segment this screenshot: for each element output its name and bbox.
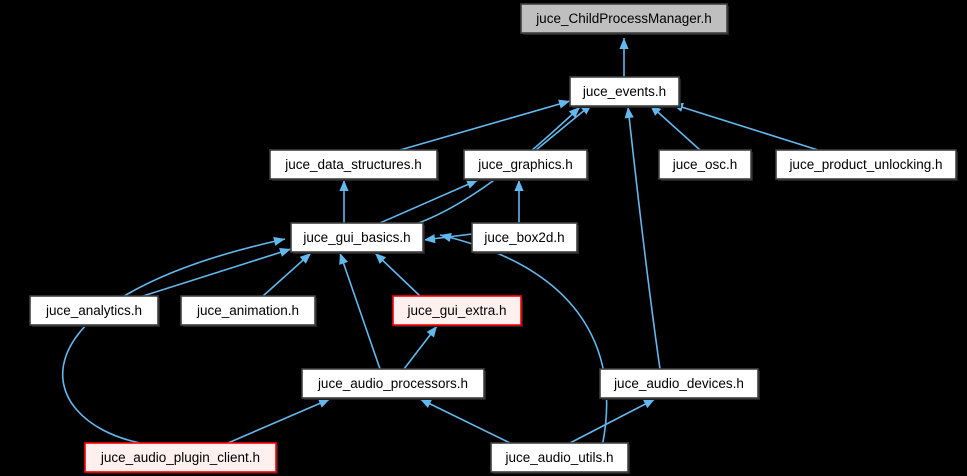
edge-analytics-to-gui_basics (142, 247, 292, 297)
node-label: juce_graphics.h (477, 157, 573, 172)
edge-line (399, 100, 571, 151)
arrow-head-icon (339, 253, 348, 265)
arrow-head-icon (568, 107, 580, 118)
edge-line (439, 234, 608, 448)
edge-line (339, 252, 381, 370)
node-label: juce_product_unlocking.h (788, 157, 942, 172)
arrow-head-icon (558, 99, 570, 109)
arrow-head-icon (514, 180, 524, 191)
node-box[interactable] (290, 222, 424, 253)
edge-audio_utils-to-audio_processors (419, 398, 511, 444)
node-label: juce_audio_plugin_client.h (100, 450, 260, 465)
graph-node-box2d[interactable]: juce_box2d.h (471, 222, 579, 254)
graph-node-gui_extra[interactable]: juce_gui_extra.h (392, 295, 523, 327)
node-box[interactable] (490, 442, 629, 473)
arrow-head-icon (624, 107, 634, 119)
node-box[interactable] (392, 295, 522, 326)
graph-node-graphics[interactable]: juce_graphics.h (463, 149, 589, 181)
edge-osc-to-events (649, 104, 701, 151)
node-label: juce_audio_processors.h (317, 376, 468, 391)
edge-line (227, 398, 331, 444)
arrow-head-icon (420, 399, 432, 408)
graph-node-audio_devices[interactable]: juce_audio_devices.h (599, 368, 760, 400)
edge-line (569, 398, 656, 444)
arrow-head-icon (619, 38, 629, 49)
graph-node-child_process_manager[interactable]: juce_ChildProcessManager.h (520, 3, 729, 35)
node-box[interactable] (775, 149, 957, 180)
graph-node-animation[interactable]: juce_animation.h (180, 295, 317, 327)
node-label: juce_gui_extra.h (406, 303, 506, 318)
graph-node-audio_utils[interactable]: juce_audio_utils.h (490, 442, 630, 474)
node-box[interactable] (569, 76, 680, 107)
graph-node-data_structures[interactable]: juce_data_structures.h (269, 149, 439, 181)
edge-box2d-to-graphics (514, 180, 524, 223)
edge-audio_plugin_client-to-audio_processors (227, 398, 331, 444)
graph-node-analytics[interactable]: juce_analytics.h (29, 295, 160, 327)
edge-line (62, 238, 286, 444)
node-label: juce_data_structures.h (284, 157, 422, 172)
edge-audio_processors-to-gui_extra (403, 325, 438, 370)
edge-audio_processors-to-gui_basics (339, 252, 381, 370)
edge-audio_utils-to-gui_basics (439, 233, 608, 448)
arrow-head-icon (279, 247, 291, 257)
edge-gui_basics-to-graphics (379, 179, 479, 224)
graph-node-product_unlocking[interactable]: juce_product_unlocking.h (775, 149, 958, 181)
edge-line (142, 248, 292, 297)
edge-audio_devices-to-events (624, 106, 661, 370)
edge-graphics-to-events (535, 103, 593, 151)
arrow-head-icon (440, 233, 452, 242)
graph-node-audio_processors[interactable]: juce_audio_processors.h (301, 368, 486, 400)
node-box[interactable] (471, 222, 578, 253)
edge-audio_utils-to-audio_devices (569, 398, 656, 444)
node-box[interactable] (301, 368, 485, 399)
arrow-head-icon (375, 253, 387, 264)
node-box[interactable] (599, 368, 759, 399)
edge-gui_extra-to-gui_basics (374, 252, 421, 297)
node-label: juce_animation.h (196, 303, 299, 318)
arrow-head-icon (318, 399, 330, 408)
edge-line (649, 104, 701, 151)
edge-audio_plugin_client-to-gui_basics (62, 236, 286, 444)
nodes-layer: juce_ChildProcessManager.h juce_events.hj… (29, 3, 958, 474)
edge-animation-to-gui_basics (262, 252, 312, 297)
node-box[interactable] (180, 295, 316, 326)
graph-node-audio_plugin_client[interactable]: juce_audio_plugin_client.h (84, 442, 278, 474)
edge-gui_basics-to-data_structures (339, 180, 349, 223)
edge-line (379, 179, 479, 224)
node-box[interactable] (29, 295, 159, 326)
edge-data_structures-to-events (399, 99, 571, 151)
arrow-head-icon (643, 399, 655, 409)
node-label: juce_audio_utils.h (504, 450, 613, 465)
node-box[interactable] (84, 442, 277, 473)
node-box[interactable] (269, 149, 438, 180)
node-box[interactable] (463, 149, 588, 180)
edge-line (419, 398, 511, 444)
arrow-head-icon (424, 234, 436, 244)
edge-line (535, 103, 593, 151)
node-box[interactable] (520, 3, 728, 34)
graph-node-gui_basics[interactable]: juce_gui_basics.h (290, 222, 425, 254)
edge-line (671, 103, 819, 151)
arrow-head-icon (299, 253, 311, 264)
node-label: juce_osc.h (672, 157, 738, 172)
graph-node-events[interactable]: juce_events.h (569, 76, 681, 108)
arrow-head-icon (339, 180, 349, 191)
arrow-head-icon (273, 236, 285, 246)
node-label: juce_gui_basics.h (302, 230, 410, 245)
graph-node-osc[interactable]: juce_osc.h (658, 149, 753, 181)
node-label: juce_analytics.h (45, 303, 142, 318)
node-label: juce_box2d.h (483, 230, 564, 245)
node-label: juce_audio_devices.h (613, 376, 744, 391)
node-box[interactable] (658, 149, 752, 180)
node-label: juce_events.h (582, 84, 666, 99)
arrow-head-icon (466, 180, 478, 189)
node-label: juce_ChildProcessManager.h (535, 11, 712, 26)
edge-product_unlocking-to-events (671, 102, 819, 151)
arrow-head-icon (426, 326, 437, 338)
edge-line (627, 106, 661, 370)
edge-events-to-child_process_manager (619, 38, 629, 77)
